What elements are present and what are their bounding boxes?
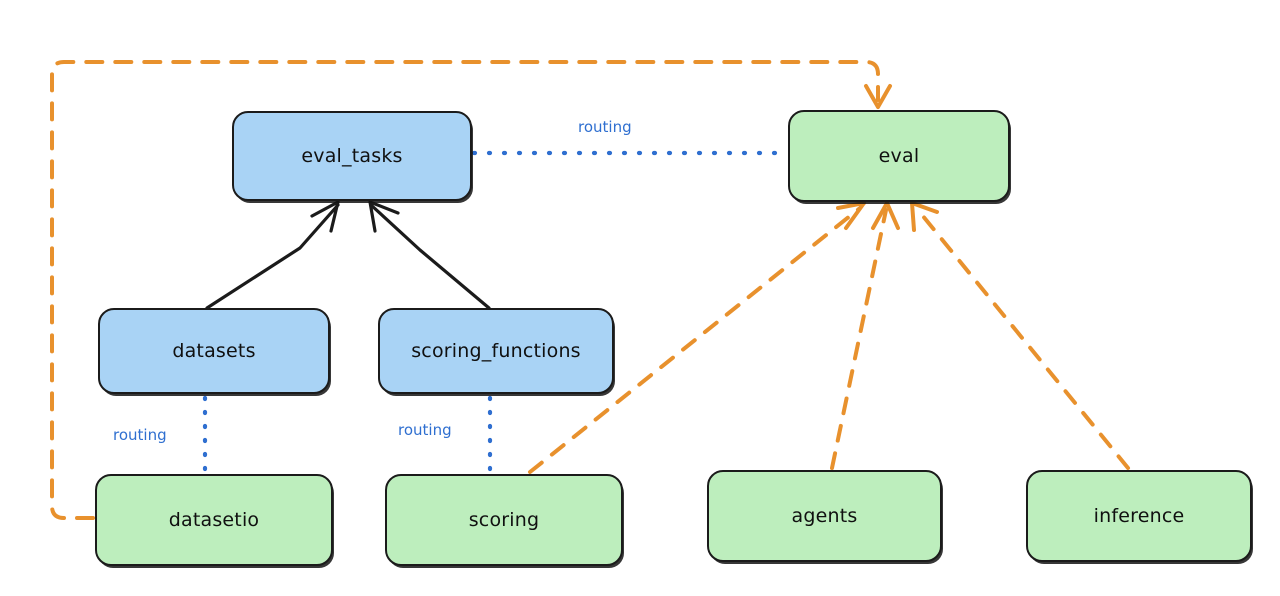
edge-label-routing-scoring: routing — [398, 421, 452, 439]
edge-label-routing-datasetio: routing — [113, 426, 167, 444]
edge-scoring-to-eval — [528, 201, 866, 474]
node-eval-tasks[interactable]: eval_tasks — [232, 111, 472, 201]
node-inference[interactable]: inference — [1026, 470, 1252, 562]
node-eval[interactable]: eval — [788, 110, 1010, 202]
edge-scoring_functions-to-eval_tasks — [368, 200, 491, 310]
edge-inference-to-eval — [910, 201, 1130, 470]
node-datasets[interactable]: datasets — [98, 308, 330, 394]
node-label: scoring — [468, 508, 540, 531]
edge-label-routing-eval: routing — [578, 118, 632, 136]
node-agents[interactable]: agents — [707, 470, 942, 562]
edge-agents-to-eval — [830, 201, 900, 470]
node-label: datasets — [172, 339, 256, 362]
node-label: eval_tasks — [301, 144, 403, 167]
node-label: eval — [878, 144, 920, 167]
node-label: inference — [1093, 504, 1185, 527]
edge-datasets-to-eval_tasks — [205, 200, 340, 310]
node-label: scoring_functions — [411, 339, 581, 362]
node-label: datasetio — [168, 508, 260, 531]
edge-datasetio-to-eval — [50, 60, 892, 520]
node-datasetio[interactable]: datasetio — [95, 474, 333, 566]
node-scoring-functions[interactable]: scoring_functions — [378, 308, 614, 394]
node-scoring[interactable]: scoring — [385, 474, 623, 566]
node-label: agents — [791, 504, 858, 527]
